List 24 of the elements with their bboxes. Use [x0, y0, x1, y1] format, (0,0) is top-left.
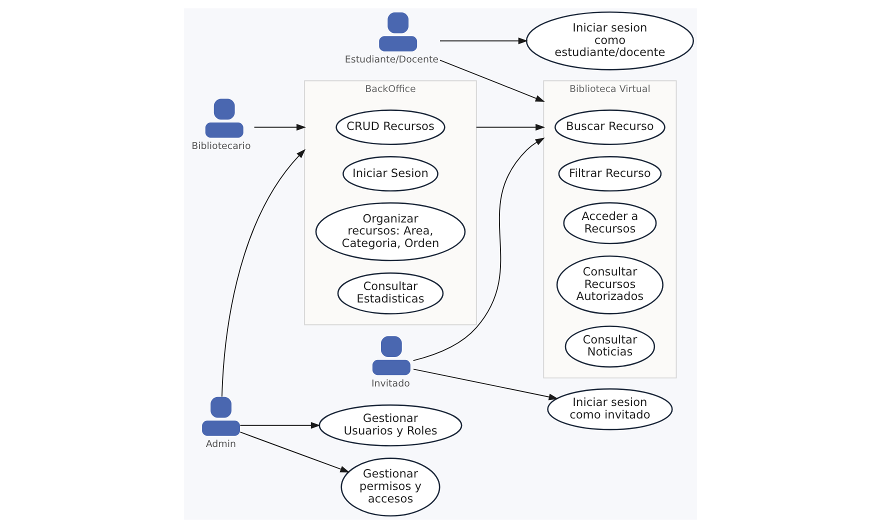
node-ellipse: Iniciar sesion como estudiante/docente: [526, 11, 694, 70]
arrow: [240, 432, 350, 472]
arrow: [476, 124, 546, 131]
node-ellipse: Consultar Estadisticas: [337, 272, 444, 314]
node-ellipse: Iniciar Sesion: [342, 156, 438, 192]
node-ellipse: Acceder a Recursos: [563, 202, 657, 244]
arrow: [412, 138, 545, 362]
node-label: Bibliotecario: [192, 141, 251, 152]
node-ellipse: CRUD Recursos: [336, 110, 446, 146]
node-ellipse: Organizar recursos: Area, Categoria, Orden: [315, 202, 466, 262]
node-label: Admin: [206, 439, 236, 450]
arrow: [440, 38, 528, 44]
arrow: [240, 422, 320, 429]
arrow: [440, 60, 545, 102]
node-ellipse: Filtrar Recurso: [558, 156, 662, 192]
node-ellipse: Gestionar Usuarios y Roles: [318, 404, 462, 446]
node-ellipse: Consultar Recursos Autorizados: [556, 255, 664, 314]
node-ellipse: Consultar Noticias: [564, 326, 656, 368]
node-label: Invitado: [371, 378, 410, 390]
node-ellipse: Buscar Recurso: [554, 110, 666, 146]
arrow: [254, 124, 306, 131]
node-label: Estudiante/Docente: [344, 54, 439, 66]
arrow: [413, 368, 558, 400]
arrow: [221, 149, 306, 398]
